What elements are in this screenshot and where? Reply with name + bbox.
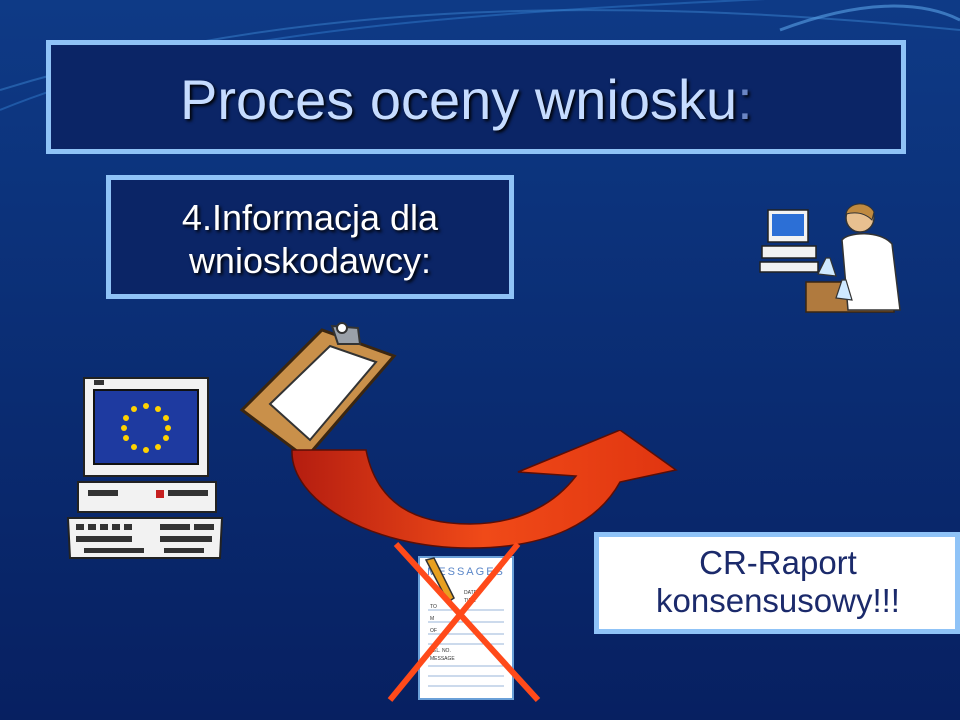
cr-report-line-2: konsensusowy!!! bbox=[596, 582, 960, 620]
title-text: Proces oceny wniosku bbox=[180, 68, 737, 131]
subtitle: 4.Informacja dla wnioskodawcy: bbox=[110, 196, 510, 282]
cr-report-line-1: CR-Raport bbox=[596, 544, 960, 582]
title-colon: : bbox=[737, 68, 753, 131]
page-title: Proces oceny wniosku: bbox=[180, 72, 753, 128]
subtitle-line-2: wnioskodawcy: bbox=[110, 239, 510, 282]
eu-computer-icon bbox=[64, 376, 226, 562]
cr-report-label: CR-Raport konsensusowy!!! bbox=[596, 544, 960, 620]
scientist-workstation-icon bbox=[756, 200, 906, 316]
cross-out-icon bbox=[384, 540, 546, 706]
subtitle-line-1: 4.Informacja dla bbox=[110, 196, 510, 239]
